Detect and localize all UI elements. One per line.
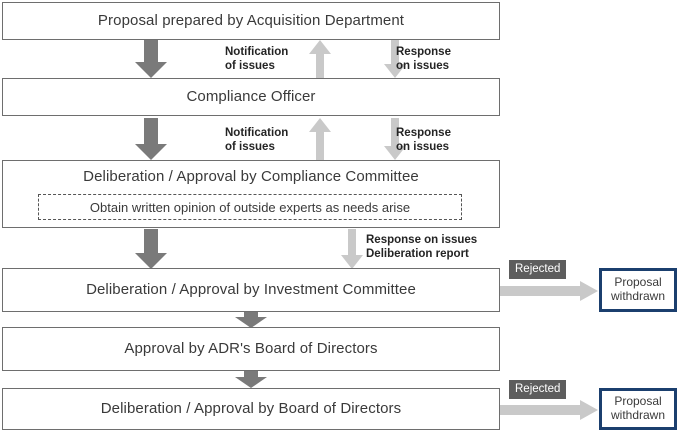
edge-label-notification-2: Notification of issues (225, 126, 288, 154)
step-label-compliance-officer: Compliance Officer (186, 88, 316, 105)
edge-label-response-2-line1: Response (396, 127, 451, 139)
edge-label-notification-1-line2: of issues (225, 60, 275, 73)
edge-label-response-1: Response on issues (396, 45, 451, 73)
step-label-investment-committee: Deliberation / Approval by Investment Co… (86, 281, 416, 298)
edge-label-response-2: Response on issues (396, 126, 451, 154)
step-box-investment-committee: Deliberation / Approval by Investment Co… (2, 268, 500, 312)
arrow-down-icon-officer-response-2 (384, 118, 406, 160)
outside-experts-note-box: Obtain written opinion of outside expert… (38, 194, 462, 220)
status-badge-rejected-board: Rejected (509, 380, 567, 399)
arrow-down-icon-committee-to-investment (135, 229, 167, 269)
edge-label-response-1-line1: Response (396, 46, 451, 58)
edge-label-response-1-line2: on issues (396, 60, 450, 73)
step-box-compliance-officer: Compliance Officer (2, 78, 500, 116)
edge-label-response-deliberation-line1: Response on issues (366, 234, 478, 246)
arrow-down-icon-investment-to-adr-board (235, 312, 267, 328)
arrow-down-icon-proposal-response-1 (384, 40, 406, 78)
status-badge-rejected-investment: Rejected (509, 260, 567, 279)
terminal-label-line2-investment: withdrawn (610, 289, 666, 303)
terminal-label-line1-investment: Proposal (614, 275, 662, 290)
arrow-right-icon-rejected-investment (500, 281, 598, 301)
edge-label-response-deliberation: Response on issues Deliberation report (366, 233, 477, 261)
edge-label-notification-2-line2: of issues (225, 141, 275, 154)
step-box-adr-board: Approval by ADR's Board of Directors (2, 327, 500, 371)
terminal-box-proposal-withdrawn-board: Proposal withdrawn (599, 388, 677, 430)
step-box-board-of-directors: Deliberation / Approval by Board of Dire… (2, 388, 500, 430)
step-label-compliance-committee: Deliberation / Approval by Compliance Co… (83, 168, 419, 185)
arrow-up-icon-officer-to-proposal (309, 40, 331, 78)
arrow-down-icon-response-deliberation (341, 229, 363, 269)
edge-label-response-deliberation-line2: Deliberation report (366, 248, 469, 261)
outside-experts-note-label: Obtain written opinion of outside expert… (89, 199, 411, 215)
edge-label-notification-2-line1: Notification (225, 127, 289, 139)
terminal-label-proposal-withdrawn-investment: Proposal withdrawn (610, 275, 666, 304)
terminal-label-line1-board: Proposal (614, 394, 662, 409)
edge-label-notification-1-line1: Notification (225, 46, 289, 58)
edge-label-response-2-line2: on issues (396, 141, 450, 154)
arrow-up-icon-committee-to-officer (309, 118, 331, 160)
arrow-down-icon-proposal-to-officer (135, 40, 167, 78)
step-label-board-of-directors: Deliberation / Approval by Board of Dire… (100, 400, 402, 417)
terminal-box-proposal-withdrawn-investment: Proposal withdrawn (599, 268, 677, 312)
arrow-down-icon-officer-to-committee (135, 118, 167, 160)
arrow-right-icon-rejected-board (500, 400, 598, 420)
arrow-down-icon-adr-board-to-board (235, 371, 267, 388)
terminal-label-proposal-withdrawn-board: Proposal withdrawn (610, 394, 666, 423)
step-label-proposal: Proposal prepared by Acquisition Departm… (97, 12, 405, 29)
step-box-proposal: Proposal prepared by Acquisition Departm… (2, 2, 500, 40)
edge-label-notification-1: Notification of issues (225, 45, 288, 73)
step-label-adr-board: Approval by ADR's Board of Directors (124, 340, 378, 357)
terminal-label-line2-board: withdrawn (610, 408, 666, 422)
